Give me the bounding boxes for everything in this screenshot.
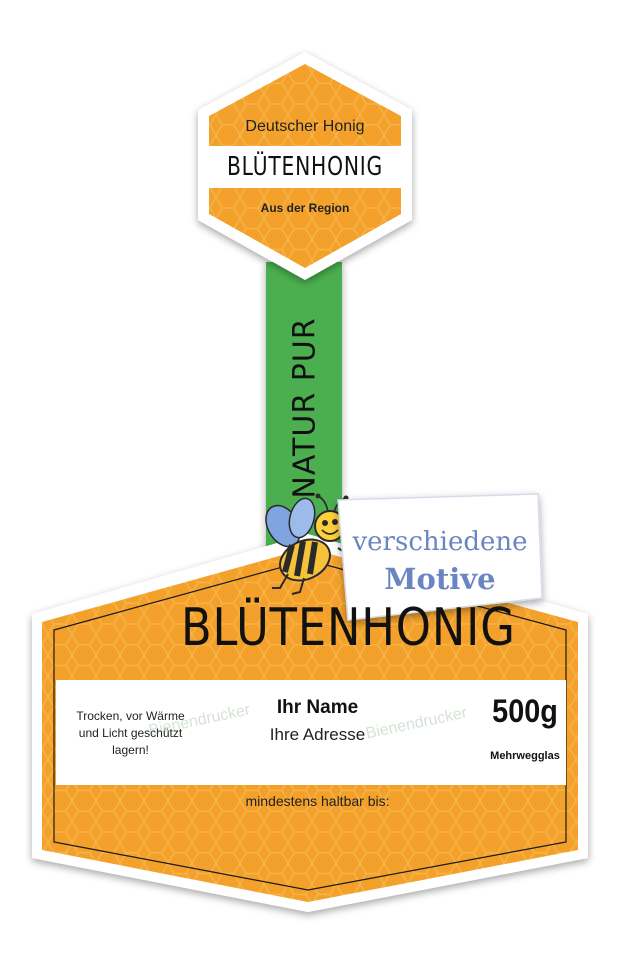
badge-line-1: verschiedene [352, 527, 528, 557]
motive-badge [337, 493, 543, 621]
top-region: Aus der Region [260, 201, 350, 215]
best-before: mindestens haltbar bis: [245, 793, 390, 809]
badge-line-2: Motive [384, 562, 496, 596]
top-subtitle: Deutscher Honig [245, 118, 365, 135]
storage-note: Trocken, vor Wärme und Licht geschützt l… [76, 709, 185, 757]
bee-icon [265, 493, 351, 595]
top-title: BLÜTENHONIG [226, 152, 384, 182]
producer-address: Ihre Adresse [269, 725, 366, 744]
main-hexagon-label [32, 534, 588, 912]
container-type: Mehrwegglas [490, 750, 560, 762]
main-title: BLÜTENHONIG [181, 598, 516, 658]
top-hexagon-label [198, 52, 412, 280]
strip-text: NATUR PUR [287, 317, 323, 499]
weight: 500g [492, 693, 558, 729]
producer-name: Ihr Name [276, 697, 359, 718]
